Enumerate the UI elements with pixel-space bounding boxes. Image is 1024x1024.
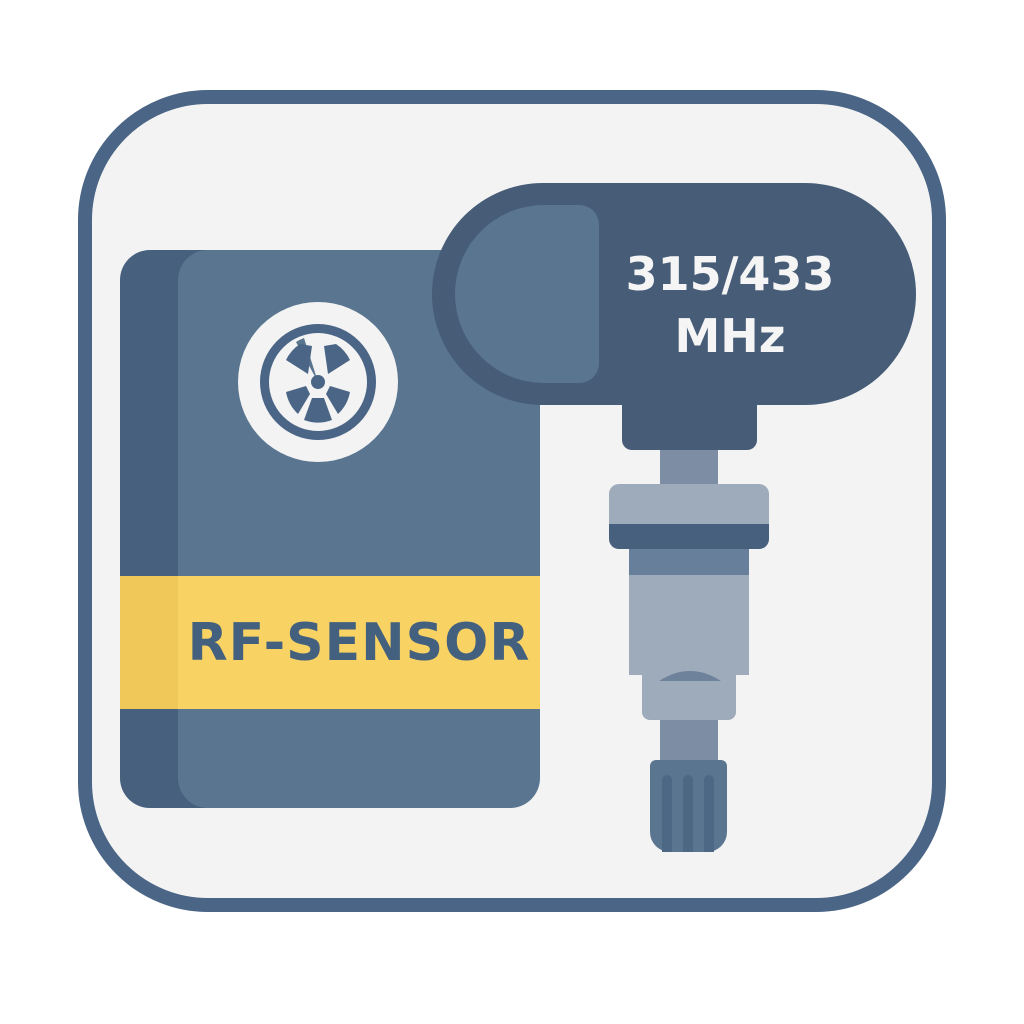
sensor-head-highlight (455, 205, 599, 383)
valve-collar-ring (609, 524, 769, 549)
valve-groove (659, 671, 721, 681)
frequency-value: 315/433 (625, 247, 835, 301)
frequency-unit: MHz (674, 309, 786, 363)
valve-body (629, 575, 749, 675)
frequency-label: 315/433 MHz (600, 240, 860, 370)
valve-neck (629, 549, 749, 575)
label-band-spine (120, 576, 178, 709)
cap-rib (704, 775, 714, 852)
cap-rib (662, 775, 672, 852)
wheel-icon (238, 302, 398, 462)
valve-stem-upper (660, 450, 718, 485)
valve-collar (609, 484, 769, 524)
label-band (178, 576, 540, 709)
cap-rib (683, 775, 693, 852)
valve-stem-lower (660, 720, 718, 762)
book-label: RF-SENSOR (187, 612, 531, 673)
